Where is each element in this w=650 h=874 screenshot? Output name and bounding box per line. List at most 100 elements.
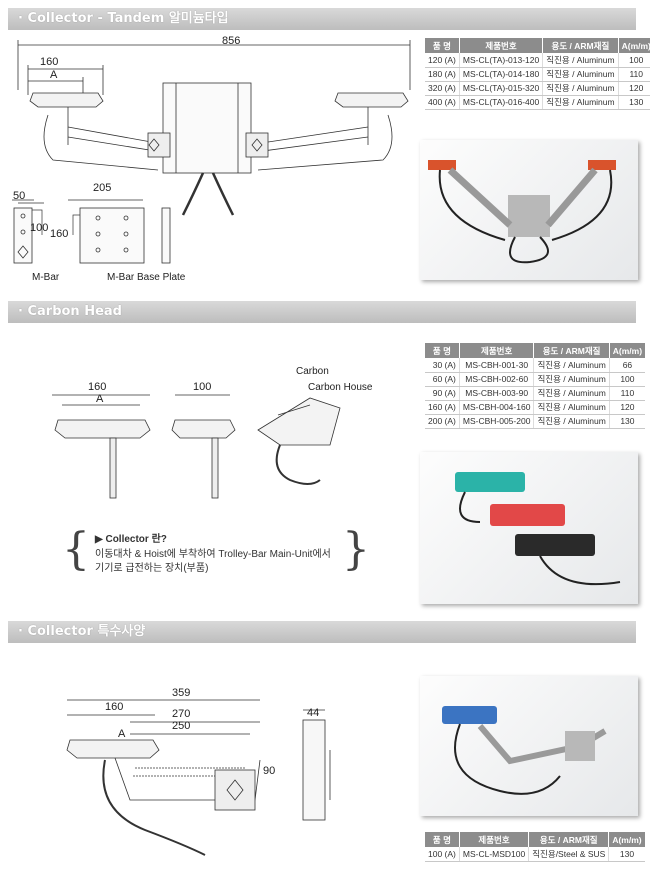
header-name: 품 명 bbox=[425, 343, 460, 358]
note-line-2: 기기로 급전하는 장치(부품) bbox=[95, 563, 209, 574]
section-title-special: · Collector 특수사양 bbox=[8, 621, 636, 643]
table-cell: 100 (A) bbox=[425, 847, 460, 862]
dim-plate-205: 205 bbox=[93, 182, 112, 194]
label-carbon-house: Carbon House bbox=[308, 382, 373, 393]
header-a: A(m/m) bbox=[618, 38, 650, 53]
header-a: A(m/m) bbox=[609, 343, 646, 358]
dim-mbar-50: 50 bbox=[13, 190, 26, 202]
table-cell: 직진용 / Aluminum bbox=[542, 53, 619, 68]
table-cell: 직진용 / Aluminum bbox=[542, 67, 619, 82]
table-cell: MS-CBH-005-200 bbox=[459, 414, 535, 429]
table-cell: MS-CL(TA)-013-120 bbox=[459, 53, 544, 68]
dim-ch-a: A bbox=[96, 393, 104, 405]
header-product-no: 제품번호 bbox=[459, 38, 544, 53]
table-cell: MS-CBH-003-90 bbox=[459, 386, 535, 401]
table-cell: MS-CL(TA)-014-180 bbox=[459, 67, 544, 82]
table-cell: 30 (A) bbox=[425, 358, 460, 373]
dim-sp-160: 160 bbox=[105, 701, 124, 713]
header-a: A(m/m) bbox=[608, 832, 645, 847]
table-cell: MS-CL(TA)-016-400 bbox=[459, 95, 544, 110]
table-cell: MS-CL-MSD100 bbox=[459, 847, 530, 862]
dim-sp-a: A bbox=[118, 728, 126, 740]
dim-sp-250: 250 bbox=[172, 720, 191, 732]
table-cell: MS-CBH-004-160 bbox=[459, 400, 535, 415]
table-cell: 200 (A) bbox=[425, 414, 460, 429]
table-cell: 110 bbox=[618, 67, 650, 82]
table-cell: 60 (A) bbox=[425, 372, 460, 387]
dim-sp-359: 359 bbox=[172, 687, 191, 699]
table-cell: 직진용 / Aluminum bbox=[533, 400, 610, 415]
table-cell: 120 bbox=[618, 81, 650, 96]
table-cell: 120 bbox=[609, 400, 646, 415]
dim-mbar-100: 100 bbox=[30, 222, 49, 234]
note-line-1: 이동대차 & Hoist에 부착하여 Trolley-Bar Main-Unit… bbox=[95, 549, 331, 560]
header-usage: 용도 / ARM재질 bbox=[542, 38, 619, 53]
brace-right: } bbox=[342, 524, 370, 575]
header-product-no: 제품번호 bbox=[459, 343, 535, 358]
table-cell: 120 (A) bbox=[425, 53, 460, 68]
table-cell: MS-CBH-001-30 bbox=[459, 358, 535, 373]
label-base-plate: M-Bar Base Plate bbox=[107, 272, 186, 283]
header-name: 품 명 bbox=[425, 38, 460, 53]
table-cell: MS-CBH-002-60 bbox=[459, 372, 535, 387]
table-cell: 직진용 / Aluminum bbox=[533, 386, 610, 401]
photo-carbon-heads bbox=[420, 452, 638, 604]
table-cell: 직진용 / Aluminum bbox=[542, 81, 619, 96]
spec-table-tandem: 품 명 제품번호 용도 / ARM재질 A(m/m) 120 (A)MS-CL(… bbox=[425, 38, 650, 110]
dim-a: A bbox=[50, 69, 58, 81]
header-product-no: 제품번호 bbox=[459, 832, 530, 847]
dim-sp-270: 270 bbox=[172, 708, 191, 720]
section-title-carbon-head: · Carbon Head bbox=[8, 301, 636, 323]
dim-ch-160: 160 bbox=[88, 381, 107, 393]
spec-table-carbon-head: 품 명 제품번호 용도 / ARM재질 A(m/m) 30 (A)MS-CBH-… bbox=[425, 343, 646, 429]
label-carbon: Carbon bbox=[296, 366, 329, 377]
table-header-row: 품 명 제품번호 용도 / ARM재질 A(m/m) bbox=[425, 343, 646, 358]
table-cell: 100 bbox=[618, 53, 650, 68]
table-cell: 130 bbox=[609, 414, 646, 429]
special-collector-drawing bbox=[66, 699, 331, 856]
note-title: ▶ Collector 란? bbox=[95, 534, 167, 545]
table-cell: 130 bbox=[618, 95, 650, 110]
table-cell: 130 bbox=[608, 847, 645, 862]
section-title-tandem: · Collector - Tandem 알미늄타입 bbox=[8, 8, 636, 30]
table-cell: 직진용/Steel & SUS bbox=[528, 847, 610, 862]
spec-table-special: 품 명 제품번호 용도 / ARM재질 A(m/m) 100 (A)MS-CL-… bbox=[425, 832, 645, 862]
table-cell: 90 (A) bbox=[425, 386, 460, 401]
table-cell: 직진용 / Aluminum bbox=[542, 95, 619, 110]
dim-head-160: 160 bbox=[40, 56, 59, 68]
table-cell: MS-CL(TA)-015-320 bbox=[459, 81, 544, 96]
mbar-drawing bbox=[12, 199, 171, 264]
header-name: 품 명 bbox=[425, 832, 460, 847]
dim-sp-90: 90 bbox=[263, 765, 276, 777]
dim-total-856: 856 bbox=[222, 35, 241, 47]
table-header-row: 품 명 제품번호 용도 / ARM재질 A(m/m) bbox=[425, 38, 650, 53]
carbon-head-drawing bbox=[52, 394, 341, 499]
table-cell: 160 (A) bbox=[425, 400, 460, 415]
header-usage: 용도 / ARM재질 bbox=[528, 832, 610, 847]
table-cell: 직진용 / Aluminum bbox=[533, 414, 610, 429]
table-header-row: 품 명 제품번호 용도 / ARM재질 A(m/m) bbox=[425, 832, 645, 847]
table-cell: 66 bbox=[609, 358, 646, 373]
label-mbar: M-Bar bbox=[32, 272, 60, 283]
table-cell: 400 (A) bbox=[425, 95, 460, 110]
header-usage: 용도 / ARM재질 bbox=[533, 343, 610, 358]
table-cell: 100 bbox=[609, 372, 646, 387]
dim-ch-100: 100 bbox=[193, 381, 212, 393]
brace-left: { bbox=[62, 524, 90, 575]
dim-sp-44: 44 bbox=[307, 707, 320, 719]
photo-tandem-collector bbox=[420, 140, 638, 280]
table-cell: 직진용 / Aluminum bbox=[533, 358, 610, 373]
table-cell: 110 bbox=[609, 386, 646, 401]
dim-plate-160: 160 bbox=[50, 228, 69, 240]
photo-special-collector bbox=[420, 676, 638, 816]
